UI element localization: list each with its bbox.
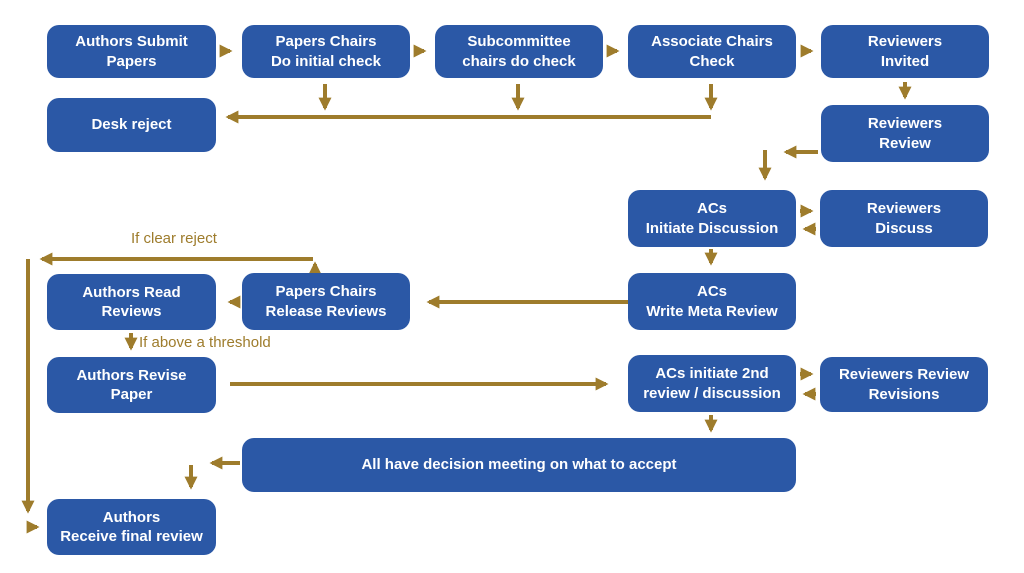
node-line: Reviewers — [867, 115, 943, 132]
node-line: Reviewers — [866, 200, 942, 217]
node-line: Receive final review — [60, 528, 203, 545]
node-line: Associate Chairs — [651, 33, 773, 50]
node-reviewers-invited: Reviewers Invited — [821, 25, 989, 78]
node-line: Subcommittee — [467, 33, 571, 50]
node-line: Authors — [102, 508, 161, 526]
node-papers-chairs-initial-check: Papers Chairs Do initial check — [242, 25, 410, 78]
node-line: Do initial check — [270, 52, 382, 70]
node-reviewers-review-revisions: Reviewers Review Revisions — [820, 357, 988, 412]
node-line: Papers — [106, 52, 157, 70]
node-line: chairs do check — [462, 52, 576, 70]
node-associate-chairs-check: Associate Chairs Check — [628, 25, 796, 78]
node-acs-write-meta-review: ACs Write Meta Review — [628, 273, 796, 330]
node-acs-initiate-2nd-review: ACs initiate 2nd review / discussion — [628, 355, 796, 412]
node-line: Reviewers Review — [838, 366, 970, 383]
node-line: Check — [689, 52, 735, 70]
node-line: Discuss — [875, 219, 933, 237]
node-papers-chairs-release-reviews: Papers Chairs Release Reviews — [242, 273, 410, 330]
node-line: Desk reject — [91, 116, 172, 134]
node-decision-meeting: All have decision meeting on what to acc… — [242, 438, 796, 492]
node-authors-revise-paper: Authors Revise Paper — [47, 357, 216, 413]
node-line: Authors Revise — [76, 366, 187, 384]
node-authors-submit-papers: Authors Submit Papers — [47, 25, 216, 78]
node-line: Reviews — [101, 303, 162, 320]
edge-label-above-threshold: If above a threshold — [139, 334, 271, 351]
node-line: Papers Chairs — [275, 283, 377, 300]
node-reviewers-review: Reviewers Review — [821, 105, 989, 162]
node-line: Paper — [110, 386, 153, 403]
node-line: Reviewers — [867, 33, 943, 50]
node-line: Review — [879, 134, 931, 152]
node-line: ACs — [696, 200, 727, 217]
node-subcommittee-chairs-check: Subcommittee chairs do check — [435, 25, 603, 78]
node-reviewers-discuss: Reviewers Discuss — [820, 190, 988, 247]
node-line: ACs initiate 2nd — [655, 365, 769, 382]
node-authors-receive-final-review: Authors Receive final review — [47, 499, 216, 555]
node-authors-read-reviews: Authors Read Reviews — [47, 274, 216, 330]
node-line: Release Reviews — [265, 302, 387, 320]
node-line: Papers Chairs — [275, 33, 377, 50]
node-acs-initiate-discussion: ACs Initiate Discussion — [628, 190, 796, 247]
node-line: Invited — [880, 52, 930, 70]
node-line: Write Meta Review — [646, 302, 778, 320]
node-line: Authors Submit — [75, 33, 188, 50]
node-line: review / discussion — [643, 384, 781, 402]
node-line: All have decision meeting on what to acc… — [361, 456, 677, 474]
node-line: Revisions — [868, 385, 940, 403]
node-line: Initiate Discussion — [645, 219, 779, 237]
edge-label-clear-reject: If clear reject — [131, 230, 217, 247]
node-line: Authors Read — [82, 283, 181, 301]
node-line: ACs — [696, 283, 727, 300]
node-desk-reject: Desk reject — [47, 98, 216, 152]
